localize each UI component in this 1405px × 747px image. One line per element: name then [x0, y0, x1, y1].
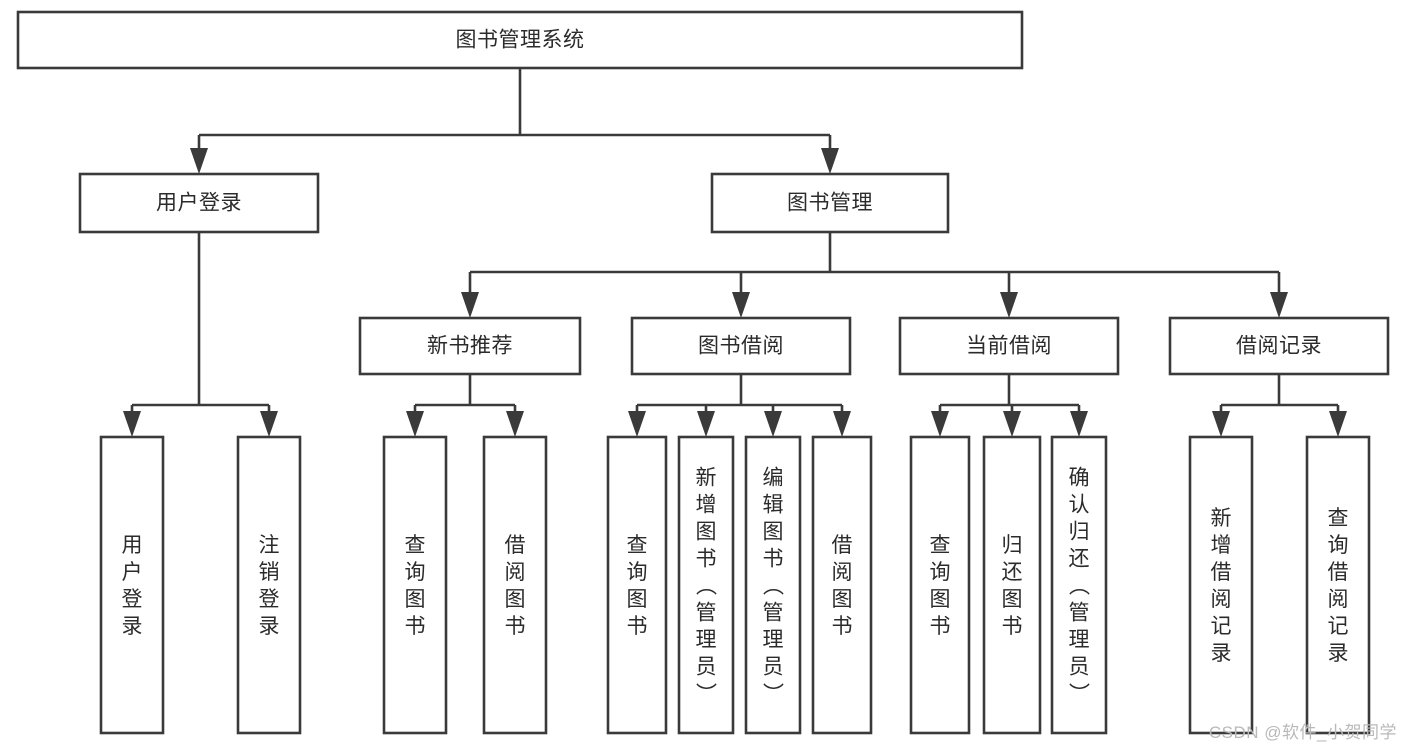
arrow-head-icon: [1329, 411, 1347, 437]
node-leaf-user-login[interactable]: 用户登录: [99, 435, 165, 735]
node-leaf-return-book[interactable]: 归还图书: [982, 435, 1042, 735]
arrow-head-icon: [190, 148, 208, 174]
node-root-box: [16, 10, 1024, 70]
node-leaf-add-book-box: [677, 435, 735, 735]
arrow-head-icon: [406, 411, 424, 437]
arrow-head-icon: [764, 411, 782, 437]
node-leaf-query-book-2-box: [606, 435, 668, 735]
node-leaf-user-login-label: 用户登录: [122, 534, 143, 638]
node-leaf-query-book-2[interactable]: 查询图书: [606, 435, 668, 735]
node-leaf-confirm-return-box: [1050, 435, 1108, 735]
arrow-head-icon: [697, 411, 715, 437]
node-leaf-borrow-book-1-label: 借阅图书: [505, 534, 526, 638]
arrow-head-icon: [732, 292, 750, 318]
node-leaf-query-record[interactable]: 查询借阅记录: [1305, 435, 1371, 735]
node-layer: 图书管理系统用户登录图书管理新书推荐图书借阅当前借阅借阅记录用户登录注销登录查询…: [16, 10, 1390, 735]
arrow-head-icon: [628, 411, 646, 437]
node-leaf-query-record-label: 查询借阅记录: [1328, 507, 1349, 665]
node-leaf-logout-label: 注销登录: [259, 534, 280, 638]
node-leaf-add-record-label: 新增借阅记录: [1211, 507, 1232, 665]
node-leaf-return-book-label: 归还图书: [1002, 534, 1023, 638]
node-leaf-logout-box: [236, 435, 302, 735]
node-leaf-query-book-3[interactable]: 查询图书: [909, 435, 971, 735]
node-leaf-query-book-1-label: 查询图书: [405, 534, 426, 638]
node-leaf-borrow-book-1[interactable]: 借阅图书: [482, 435, 548, 735]
arrow-head-icon: [123, 411, 141, 437]
arrow-head-icon: [1003, 411, 1021, 437]
arrow-head-icon: [1270, 292, 1288, 318]
node-book-borrow-label: 图书借阅: [698, 335, 784, 358]
node-book-borrow-box: [630, 316, 852, 376]
node-leaf-borrow-book-1-box: [482, 435, 548, 735]
node-leaf-add-book-label: 新增图书（管理员）: [696, 467, 718, 706]
node-root-label: 图书管理系统: [456, 29, 585, 52]
node-book-manage[interactable]: 图书管理: [710, 172, 950, 234]
node-leaf-query-book-2-label: 查询图书: [627, 534, 648, 638]
node-leaf-logout[interactable]: 注销登录: [236, 435, 302, 735]
arrow-head-icon: [821, 148, 839, 174]
node-leaf-edit-book[interactable]: 编辑图书（管理员）: [744, 435, 802, 735]
arrow-head-icon: [1212, 411, 1230, 437]
node-user-login[interactable]: 用户登录: [78, 172, 320, 234]
node-borrow-record-box: [1168, 316, 1390, 376]
node-root[interactable]: 图书管理系统: [16, 10, 1024, 70]
node-leaf-add-book[interactable]: 新增图书（管理员）: [677, 435, 735, 735]
arrow-head-icon: [461, 292, 479, 318]
node-leaf-edit-book-label: 编辑图书（管理员）: [763, 467, 785, 706]
node-book-manage-label: 图书管理: [787, 192, 873, 215]
node-new-book-rec[interactable]: 新书推荐: [358, 316, 582, 376]
node-leaf-borrow-book-2-box: [811, 435, 873, 735]
node-leaf-borrow-book-2[interactable]: 借阅图书: [811, 435, 873, 735]
node-user-login-label: 用户登录: [156, 192, 242, 215]
arrow-head-icon: [833, 411, 851, 437]
node-book-manage-box: [710, 172, 950, 234]
node-leaf-confirm-return-label: 确认归还（管理员）: [1069, 467, 1091, 706]
node-leaf-return-book-box: [982, 435, 1042, 735]
node-leaf-confirm-return[interactable]: 确认归还（管理员）: [1050, 435, 1108, 735]
node-borrow-record[interactable]: 借阅记录: [1168, 316, 1390, 376]
node-book-borrow[interactable]: 图书借阅: [630, 316, 852, 376]
node-borrow-record-label: 借阅记录: [1236, 335, 1322, 358]
node-leaf-borrow-book-2-label: 借阅图书: [832, 534, 853, 638]
node-current-borrow-label: 当前借阅: [966, 335, 1052, 358]
node-leaf-query-book-1-box: [382, 435, 448, 735]
node-new-book-rec-box: [358, 316, 582, 376]
node-leaf-user-login-box: [99, 435, 165, 735]
node-new-book-rec-label: 新书推荐: [427, 335, 513, 358]
arrow-head-icon: [931, 411, 949, 437]
node-leaf-add-record[interactable]: 新增借阅记录: [1188, 435, 1254, 735]
node-leaf-add-record-box: [1188, 435, 1254, 735]
connector-layer: [123, 68, 1347, 437]
node-leaf-query-book-1[interactable]: 查询图书: [382, 435, 448, 735]
node-leaf-edit-book-box: [744, 435, 802, 735]
arrow-head-icon: [260, 411, 278, 437]
node-current-borrow-box: [898, 316, 1120, 376]
watermark-text: CSDN @软件_小贺同学: [1208, 723, 1397, 742]
node-leaf-query-record-box: [1305, 435, 1371, 735]
node-leaf-query-book-3-box: [909, 435, 971, 735]
node-user-login-box: [78, 172, 320, 234]
arrow-head-icon: [506, 411, 524, 437]
arrow-head-icon: [1000, 292, 1018, 318]
node-current-borrow[interactable]: 当前借阅: [898, 316, 1120, 376]
node-leaf-query-book-3-label: 查询图书: [930, 534, 951, 638]
arrow-head-icon: [1070, 411, 1088, 437]
